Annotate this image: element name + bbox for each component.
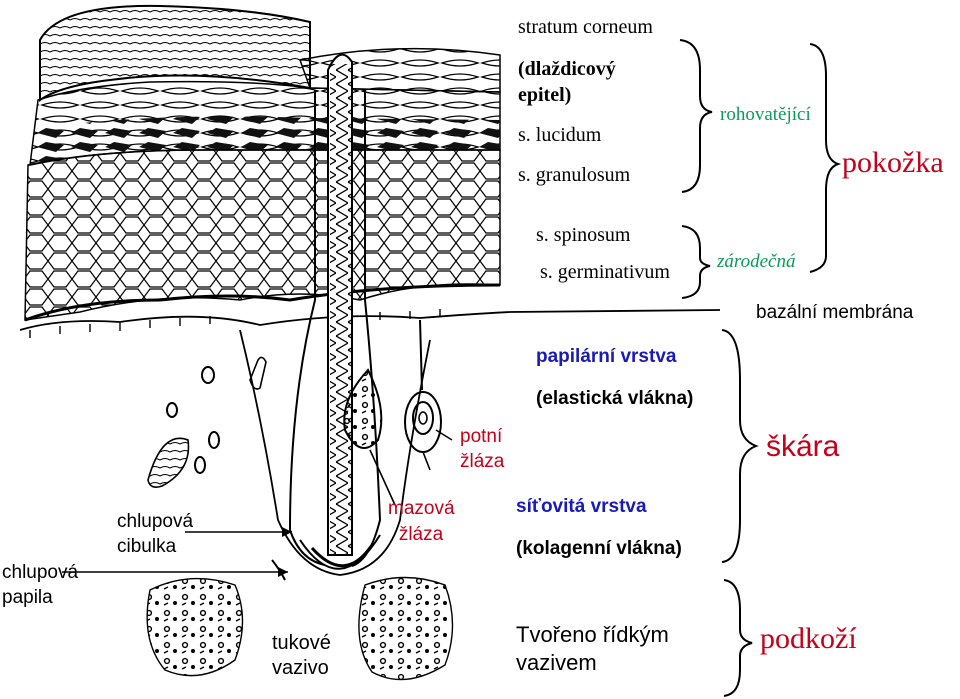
label-papila-2: papila	[2, 587, 53, 608]
label-dlazdicovy-1: (dlaždicový	[518, 58, 616, 80]
hair-follicle-drawing	[239, 329, 431, 576]
label-spinosum: s. spinosum	[536, 224, 631, 246]
label-kolagenni-vlakna: (kolagenní vlákna)	[516, 538, 682, 559]
brace-zarodecna	[681, 225, 711, 299]
label-tvoreno-2: vazivem	[516, 650, 597, 675]
label-tvoreno-1: Tvořeno řídkým	[516, 622, 669, 647]
layer-spinosum-drawing	[24, 149, 501, 322]
label-tukove-2: vazivo	[272, 657, 329, 679]
pointer-potni	[435, 429, 453, 441]
label-granulosum: s. granulosum	[518, 164, 631, 186]
label-stratum-corneum: stratum corneum	[518, 16, 653, 38]
label-elasticka-vlakna: (elastická vlákna)	[536, 388, 694, 409]
label-cibulka-1: chlupová	[117, 511, 194, 532]
sweat-gland-drawing	[404, 319, 442, 471]
label-dlazdicovy-2: epitel)	[518, 84, 572, 106]
label-potni-1: potní	[460, 426, 503, 447]
brace-podkozi	[723, 579, 753, 697]
label-bazalni-membrana: bazální membrána	[756, 302, 914, 323]
label-cibulka-2: cibulka	[117, 536, 177, 557]
label-lucidum: s. lucidum	[518, 124, 602, 146]
label-zarodecna: zárodečná	[717, 251, 796, 272]
label-podkozi: podkoží	[760, 622, 857, 655]
label-potni-2: žláza	[460, 451, 505, 472]
label-papilarni-vrstva: papilární vrstva	[536, 346, 677, 367]
label-papila-1: chlupová	[2, 562, 79, 583]
label-rohovatejici: rohovatějící	[720, 104, 811, 125]
label-pokozka: pokožka	[842, 146, 944, 179]
label-sitovita-vrstva: síťovitá vrstva	[516, 496, 647, 517]
label-tukove-1: tukové	[272, 632, 331, 654]
label-germinativum: s. germinativum	[540, 261, 670, 283]
basal-membrane-line	[19, 309, 721, 338]
pointer-papila	[62, 567, 288, 577]
label-mazova-1: mazová	[388, 498, 455, 519]
brace-rohovatejici	[679, 39, 713, 193]
label-skara: škára	[766, 430, 840, 463]
layer-corneum-drawing	[39, 4, 311, 102]
sebaceous-gland-drawing	[343, 368, 396, 506]
dermis-structures-drawing	[147, 356, 267, 488]
pointer-cibulka	[185, 527, 292, 537]
brace-skara	[721, 329, 759, 563]
brace-pokozka	[809, 43, 842, 273]
fat-tissue-drawing	[146, 559, 454, 681]
label-mazova-2: žláza	[398, 524, 444, 545]
